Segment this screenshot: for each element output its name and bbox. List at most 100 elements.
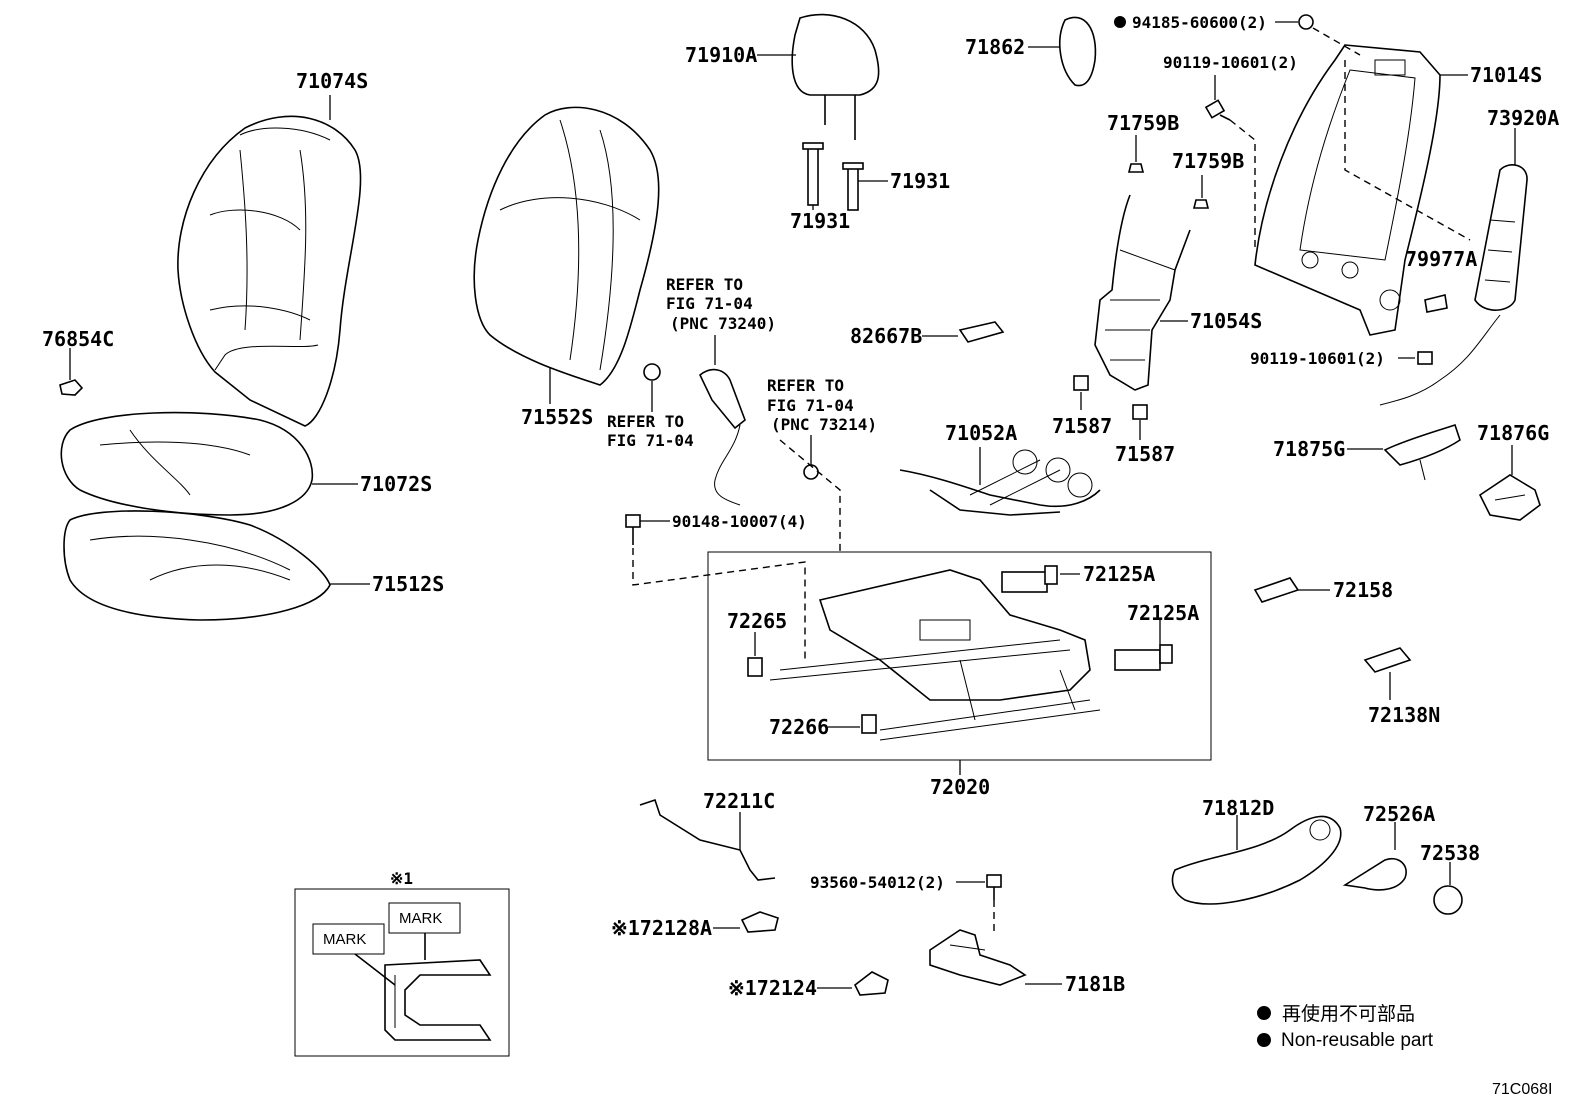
bolt-90148-part[interactable] [625, 514, 641, 545]
label-71759B-b: 71759B [1172, 149, 1244, 173]
label-71552S: 71552S [521, 405, 593, 429]
label-71072S: 71072S [360, 472, 432, 496]
bracket-72266-part[interactable] [861, 714, 877, 734]
label-71862: 71862 [965, 35, 1025, 59]
grommet-part[interactable] [643, 363, 661, 381]
label-71876G: 71876G [1477, 421, 1549, 445]
label-73920A: 73920A [1487, 106, 1559, 130]
inset-title: ※1 [390, 869, 413, 888]
label-71931-right: 71931 [890, 169, 950, 193]
refer-1-line3: (PNC 73240) [670, 314, 776, 333]
cover-72124-part[interactable] [853, 971, 889, 996]
label-71910A: 71910A [685, 43, 757, 67]
figure-code: 71C068I [1492, 1081, 1553, 1098]
lumbar-bracket-71054S-part[interactable] [1094, 194, 1191, 391]
label-79977A: 79977A [1405, 247, 1477, 271]
knob-72526A-part[interactable] [1342, 858, 1407, 891]
label-90119-top: 90119-10601(2) [1163, 53, 1298, 72]
label-71759B-a: 71759B [1107, 111, 1179, 135]
headrest-part[interactable] [791, 13, 880, 140]
label-72124: ※172124 [728, 976, 817, 1000]
clip-76854C-part[interactable] [59, 379, 84, 396]
label-72020: 72020 [930, 775, 990, 799]
label-plate-79977A-part[interactable] [1424, 294, 1448, 313]
label-71052A: 71052A [945, 421, 1017, 445]
inset-box [294, 888, 510, 1057]
label-72265: 72265 [727, 609, 787, 633]
label-82667B: 82667B [850, 324, 922, 348]
lumbar-support-part[interactable] [1379, 164, 1528, 406]
label-72125A-a: 72125A [1083, 562, 1155, 586]
headrest-guide-right-part[interactable] [842, 162, 864, 211]
refer-3-line1: REFER TO [767, 376, 844, 395]
refer-2-line1: REFER TO [607, 412, 684, 431]
label-94185: 94185-60600(2) [1132, 13, 1267, 32]
seat-spring-71052A-part[interactable] [899, 449, 1101, 516]
bracket-7181B-part[interactable] [929, 929, 1027, 986]
label-71014S: 71014S [1470, 63, 1542, 87]
cover-72128A-part[interactable] [740, 911, 779, 933]
bracket-72265-part[interactable] [747, 657, 763, 677]
clip-71759B-a-part[interactable] [1127, 163, 1145, 173]
label-72138N: 72138N [1368, 703, 1440, 727]
label-7181B: 7181B [1065, 972, 1125, 996]
label-72128A: ※172128A [611, 916, 712, 940]
refer-2-line2: FIG 71-04 [607, 431, 694, 450]
label-72211C: 72211C [703, 789, 775, 813]
label-71812D: 71812D [1202, 796, 1274, 820]
label-93560: 93560-54012(2) [810, 873, 945, 892]
cover-72158-part[interactable] [1253, 577, 1300, 603]
seat-shield-71812D-part[interactable] [1171, 815, 1342, 905]
motor-72125A-b-part[interactable] [1114, 644, 1173, 671]
clip-71587-b-part[interactable] [1132, 404, 1148, 420]
label-72158: 72158 [1333, 578, 1393, 602]
label-71587-b: 71587 [1115, 442, 1175, 466]
motor-72125A-a-part[interactable] [1001, 565, 1058, 593]
bolt-90119-bottom-part[interactable] [1417, 351, 1433, 365]
label-71587-a: 71587 [1052, 414, 1112, 438]
label-72125A-b: 72125A [1127, 601, 1199, 625]
bolt-90119-top-part[interactable] [1204, 99, 1231, 121]
refer-3-line2: FIG 71-04 [767, 396, 854, 415]
label-71074S: 71074S [296, 69, 368, 93]
legend-item-en: Non-reusable part [1281, 1030, 1434, 1051]
seat-back-frame-part[interactable] [1254, 44, 1441, 336]
label-71875G: 71875G [1273, 437, 1345, 461]
cap-72538-part[interactable] [1433, 885, 1463, 915]
label-71512S: 71512S [372, 572, 444, 596]
legend-item-jp: 再使用不可部品 [1282, 1003, 1415, 1025]
rod-72211C-part[interactable] [639, 798, 776, 881]
cover-71876G-part[interactable] [1478, 474, 1541, 521]
label-72538: 72538 [1420, 841, 1480, 865]
nut-94185-part[interactable] [1298, 14, 1314, 30]
label-71931-left: 71931 [790, 209, 850, 233]
clip-71759B-b-part[interactable] [1192, 199, 1210, 209]
label-72266: 72266 [769, 715, 829, 739]
cover-72138N-part[interactable] [1363, 647, 1412, 673]
seat-adjuster-72020-part[interactable] [769, 569, 1101, 741]
clip-71587-a-part[interactable] [1073, 375, 1089, 391]
nut-73214-part[interactable] [803, 464, 819, 480]
seat-cushion-pad-part[interactable] [63, 510, 331, 621]
seat-cushion-cover-part[interactable] [60, 411, 314, 516]
label-90148: 90148-10007(4) [672, 512, 807, 531]
refer-1-line1: REFER TO [666, 275, 743, 294]
cover-71875G-part[interactable] [1383, 423, 1461, 481]
seat-belt-buckle-part[interactable] [699, 368, 746, 506]
inset-mark-box-2 [312, 923, 385, 955]
inset-mark-1: MARK [399, 910, 442, 927]
connector-82667B-part[interactable] [958, 321, 1005, 343]
seat-back-cover-part[interactable] [177, 115, 362, 427]
label-90119-bottom: 90119-10601(2) [1250, 349, 1385, 368]
seat-back-pad-part[interactable] [473, 106, 660, 386]
label-72526A: 72526A [1363, 802, 1435, 826]
refer-1-line2: FIG 71-04 [666, 294, 753, 313]
cover-71862-part[interactable] [1059, 16, 1097, 87]
refer-3-line3: (PNC 73214) [771, 415, 877, 434]
headrest-guide-left-part[interactable] [802, 142, 824, 206]
label-76854C: 76854C [42, 327, 114, 351]
label-71054S: 71054S [1190, 309, 1262, 333]
inset-mark-2: MARK [323, 931, 366, 948]
bolt-93560-part[interactable] [986, 874, 1002, 900]
